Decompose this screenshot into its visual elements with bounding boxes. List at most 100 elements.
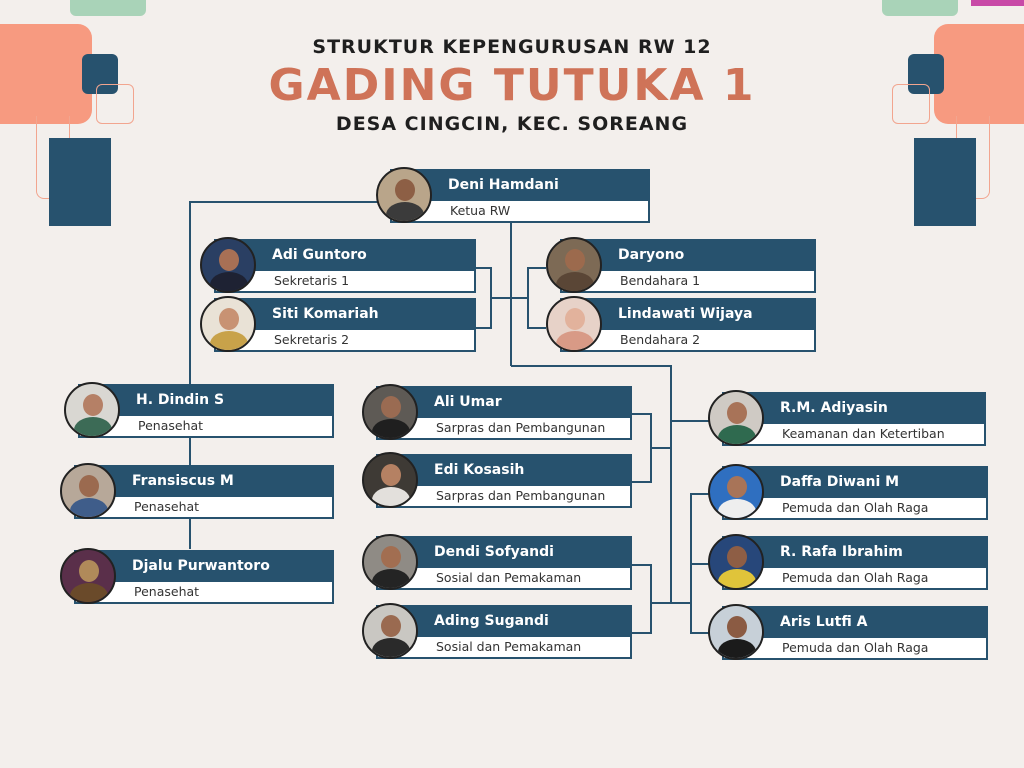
- member-name: Lindawati Wijaya: [560, 298, 816, 330]
- photo-head-shape: [79, 560, 99, 582]
- photo-body-shape: [372, 638, 410, 657]
- photo-head-shape: [395, 179, 415, 201]
- member-photo: [64, 382, 120, 438]
- salmon-outline-square: [96, 84, 134, 124]
- member-role: Pemuda dan Olah Raga: [722, 498, 988, 520]
- photo-head-shape: [727, 546, 747, 568]
- photo-body-shape: [210, 272, 248, 291]
- member-name: Dendi Sofyandi: [376, 536, 632, 568]
- member-name: Ading Sugandi: [376, 605, 632, 637]
- corner-decoration-top-left: [0, 0, 150, 230]
- member-photo: [708, 534, 764, 590]
- member-role: Pemuda dan Olah Raga: [722, 568, 988, 590]
- member-photo: [200, 296, 256, 352]
- connector-sekretaris-bracket: [476, 267, 492, 329]
- member-role: Penasehat: [78, 416, 334, 438]
- member-name: Fransiscus M: [74, 465, 334, 497]
- connector-bendahara-bracket: [527, 267, 546, 329]
- member-photo: [708, 464, 764, 520]
- member-role: Ketua RW: [390, 201, 650, 223]
- photo-body-shape: [372, 569, 410, 588]
- member-name: Siti Komariah: [214, 298, 476, 330]
- navy-block-left: [49, 138, 111, 226]
- salmon-outline-square: [892, 84, 930, 124]
- member-role: Bendahara 2: [560, 330, 816, 352]
- photo-body-shape: [372, 487, 410, 506]
- photo-head-shape: [79, 475, 99, 497]
- member-name: H. Dindin S: [78, 384, 334, 416]
- photo-head-shape: [565, 249, 585, 271]
- photo-body-shape: [718, 569, 756, 588]
- member-role: Sosial dan Pemakaman: [376, 637, 632, 659]
- member-photo: [362, 452, 418, 508]
- member-name: R.M. Adiyasin: [722, 392, 986, 424]
- member-name: Edi Kosasih: [376, 454, 632, 486]
- member-photo: [60, 463, 116, 519]
- member-name: Djalu Purwantoro: [74, 550, 334, 582]
- member-role: Sarpras dan Pembangunan: [376, 486, 632, 508]
- photo-body-shape: [556, 331, 594, 350]
- photo-body-shape: [718, 425, 756, 444]
- member-role: Sekretaris 2: [214, 330, 476, 352]
- photo-head-shape: [381, 546, 401, 568]
- member-photo: [200, 237, 256, 293]
- photo-head-shape: [565, 308, 585, 330]
- member-role: Bendahara 1: [560, 271, 816, 293]
- salmon-block: [934, 24, 1024, 124]
- member-name: Ali Umar: [376, 386, 632, 418]
- member-photo: [376, 167, 432, 223]
- member-role: Penasehat: [74, 582, 334, 604]
- photo-body-shape: [718, 499, 756, 518]
- member-name: Adi Guntoro: [214, 239, 476, 271]
- mint-bar: [70, 0, 146, 16]
- member-photo: [362, 384, 418, 440]
- photo-body-shape: [556, 272, 594, 291]
- photo-head-shape: [219, 249, 239, 271]
- photo-head-shape: [381, 464, 401, 486]
- member-name: Daffa Diwani M: [722, 466, 988, 498]
- member-photo: [546, 296, 602, 352]
- photo-head-shape: [727, 616, 747, 638]
- title-location: DESA CINGCIN, KEC. SOREANG: [335, 113, 689, 135]
- connector-sosial-bracket: [632, 564, 652, 634]
- corner-decoration-top-right: [874, 0, 1024, 230]
- member-name: R. Rafa Ibrahim: [722, 536, 988, 568]
- photo-head-shape: [727, 476, 747, 498]
- purple-edge: [971, 0, 1024, 6]
- mint-bar: [882, 0, 958, 16]
- member-photo: [60, 548, 116, 604]
- title-community-name: GADING TUTUKA 1: [268, 60, 756, 111]
- photo-body-shape: [74, 417, 112, 436]
- member-role: Sosial dan Pemakaman: [376, 568, 632, 590]
- title-organization-structure: STRUKTUR KEPENGURUSAN RW 12: [312, 36, 712, 58]
- member-name: Deni Hamdani: [390, 169, 650, 201]
- navy-block-right: [914, 138, 976, 226]
- photo-body-shape: [70, 583, 108, 602]
- photo-head-shape: [727, 402, 747, 424]
- photo-head-shape: [83, 394, 103, 416]
- member-photo: [362, 534, 418, 590]
- photo-head-shape: [219, 308, 239, 330]
- connector-sarpras-bracket: [632, 413, 652, 483]
- photo-body-shape: [70, 498, 108, 517]
- photo-body-shape: [210, 331, 248, 350]
- photo-body-shape: [372, 419, 410, 438]
- photo-body-shape: [718, 639, 756, 658]
- salmon-block: [0, 24, 92, 124]
- connector-middle-trunk: [511, 365, 672, 603]
- member-role: Keamanan dan Ketertiban: [722, 424, 986, 446]
- member-photo: [708, 604, 764, 660]
- photo-head-shape: [381, 396, 401, 418]
- member-role: Sekretaris 1: [214, 271, 476, 293]
